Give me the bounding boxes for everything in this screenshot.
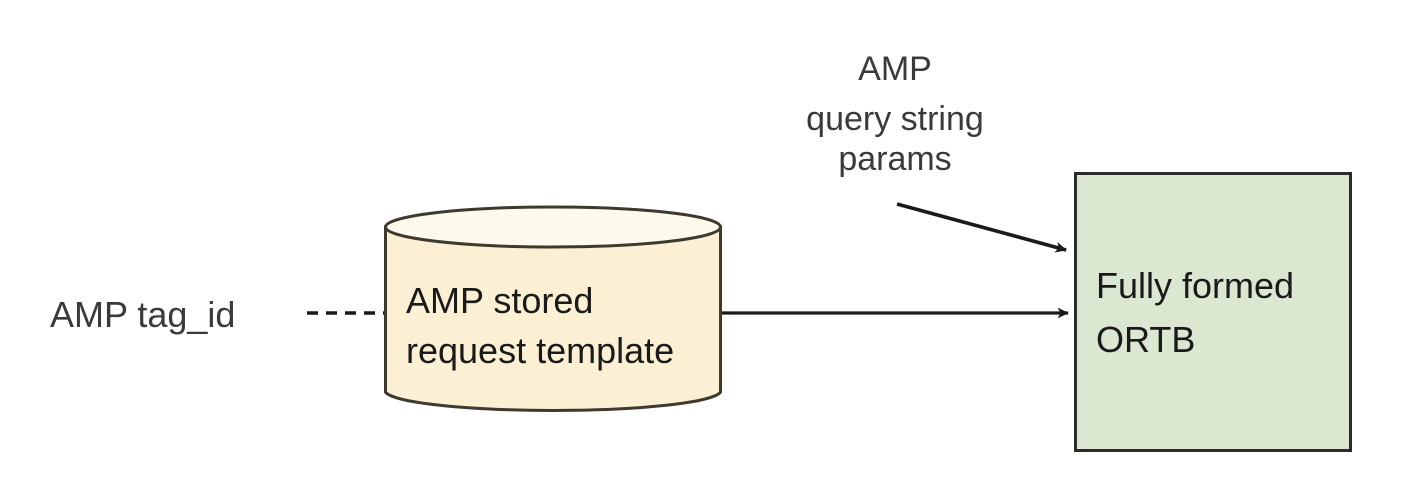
cylinder-label-line-1: AMP stored	[406, 280, 593, 321]
ortb-box-rect	[1074, 172, 1352, 452]
node-amp-query-string-params-label: AMP query string params	[806, 50, 984, 178]
query-params-text-line-1: AMP	[858, 50, 932, 88]
node-fully-formed-ortb[interactable]: Fully formed ORTB	[1074, 172, 1352, 452]
query-params-text-line-3: params	[838, 140, 951, 178]
cylinder-body	[384, 225, 722, 412]
cylinder-top-ellipse	[384, 205, 722, 249]
cylinder-label-line-2: request template	[406, 330, 674, 371]
amp-tag-id-text: AMP tag_id	[50, 294, 235, 335]
edge-queryparams-to-ortb	[896, 202, 1067, 253]
diagonal-connector-line	[896, 202, 1067, 253]
ortb-label-line-1: Fully formed	[1096, 265, 1294, 306]
ortb-label-line-2: ORTB	[1096, 319, 1195, 360]
node-amp-stored-request-template[interactable]: AMP stored request template	[384, 205, 722, 412]
query-params-text-line-2: query string	[806, 100, 984, 138]
node-amp-tag-id-label: AMP tag_id	[50, 294, 235, 335]
